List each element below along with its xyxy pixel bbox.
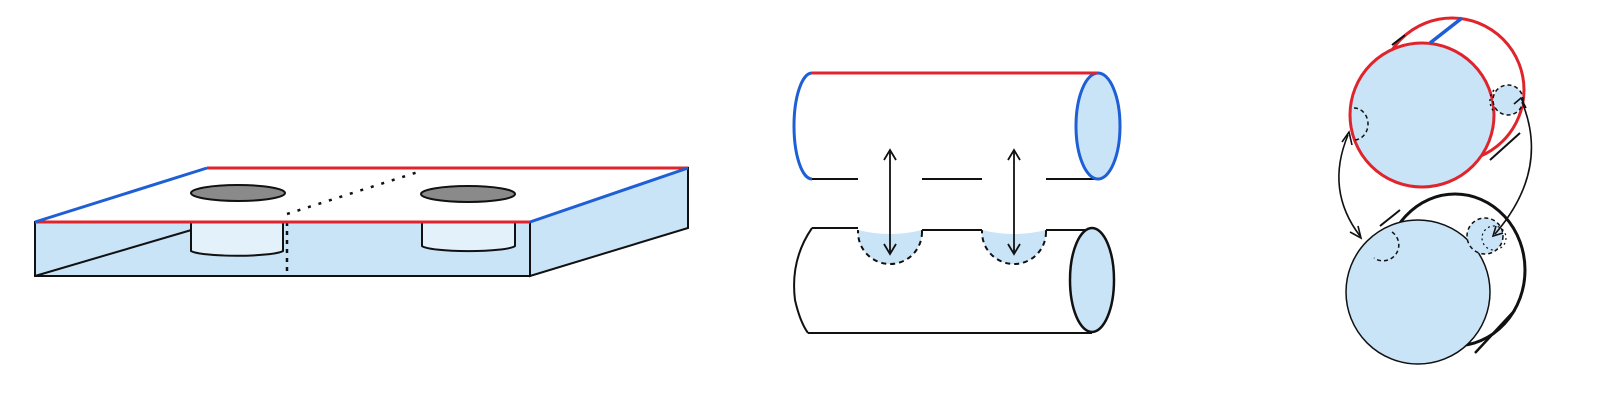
- upper-end-cylinder: [1348, 16, 1526, 189]
- lower-cylinder-front-face: [1345, 219, 1491, 365]
- gluing-arrow-1: [883, 148, 897, 256]
- top-cylinder-left-edge: [792, 71, 813, 181]
- top-cylinder: [792, 71, 1122, 181]
- bottom-cylinder: [793, 226, 1116, 334]
- lower-end-cylinder: [1345, 192, 1527, 365]
- slab-hidden-edge-top: [286, 170, 419, 216]
- slab-hole-1-wall: [190, 221, 284, 257]
- panel-two-cylinders: [792, 71, 1122, 334]
- gluing-arrow-2: [1007, 148, 1021, 256]
- slab-hole-1: [190, 184, 286, 202]
- slab-hole-2: [420, 185, 516, 203]
- stack-arrow-left: [1338, 130, 1363, 240]
- lower-cylinder-right-disk: [1466, 217, 1504, 255]
- bottom-cylinder-left-edge: [793, 227, 813, 334]
- bottom-cylinder-right-cap: [1068, 226, 1116, 334]
- slab-top-face: [35, 168, 688, 222]
- top-cylinder-right-cap: [1074, 71, 1122, 181]
- panel-stacked-cylinders: [1338, 16, 1533, 365]
- upper-cylinder-front-face: [1348, 41, 1496, 189]
- stack-arrow-right: [1491, 96, 1533, 238]
- slab-hole-2-wall: [421, 221, 516, 253]
- upper-cylinder-blue-edge: [1428, 16, 1464, 45]
- upper-cylinder-right-disk: [1492, 84, 1524, 116]
- slab-blue-edge-right: [529, 166, 689, 224]
- lower-cylinder-left-disk: [1373, 231, 1400, 262]
- slab-blue-edge-left: [34, 166, 208, 224]
- upper-cylinder-left-disk: [1353, 107, 1369, 141]
- panel-slab: [34, 166, 689, 278]
- slab-front-diagonal: [34, 225, 206, 277]
